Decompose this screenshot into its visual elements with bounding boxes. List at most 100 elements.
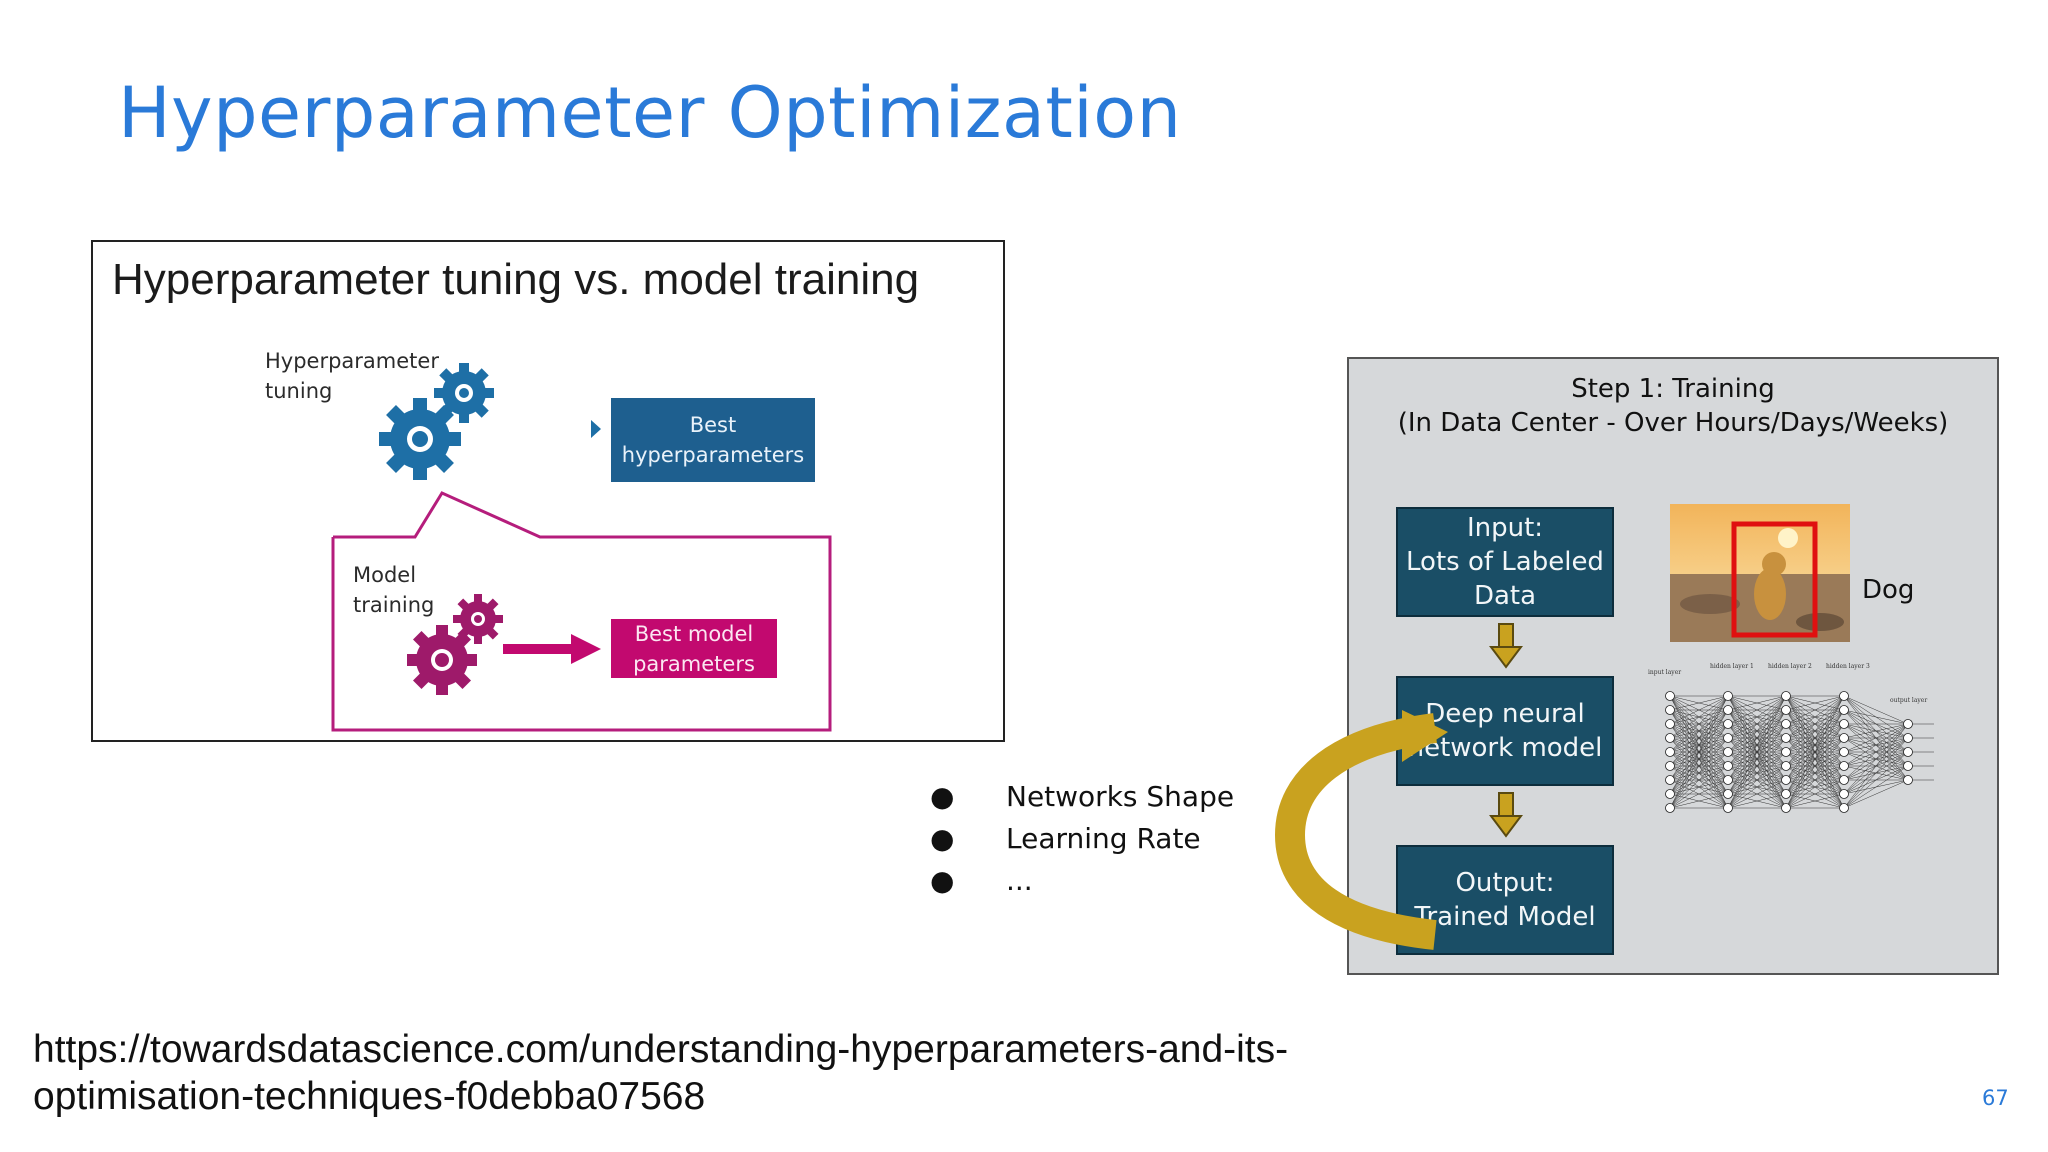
nn-connection [1727,751,1787,809]
source-url: https://towardsdatascience.com/understan… [33,1028,1289,1118]
nn-node [1781,789,1791,799]
nn-connection [1785,695,1845,711]
nn-node [1903,733,1913,743]
nn-connection [1785,695,1845,739]
nn-node [1723,789,1733,799]
nn-connection [1669,765,1729,809]
model-training-callout [331,491,832,732]
nn-connection [1843,709,1909,725]
bullet-text: Networks Shape [1006,780,1235,813]
nn-connection [1669,793,1729,809]
nn-node [1723,803,1733,813]
nn-connection [1785,695,1845,753]
nn-node [1723,691,1733,701]
hp-tuning-label: Hyperparameter tuning [265,349,439,403]
nn-connection [1785,793,1845,809]
pink-gears-icon [407,594,503,695]
nn-connection [1843,723,1909,809]
nn-connection [1785,751,1845,809]
nn-node [1903,775,1913,785]
nn-connection [1785,723,1845,809]
nn-node [1903,761,1913,771]
nn-connection [1669,695,1729,781]
nn-connection [1843,723,1909,795]
nn-connection [1785,695,1845,725]
nn-layer-label: hidden layer 1 [1710,663,1754,670]
nn-node [1665,705,1675,715]
nn-node [1665,803,1675,813]
nn-connection [1669,709,1729,809]
nn-connection [1843,695,1909,725]
nn-node [1839,747,1849,757]
nn-node [1903,747,1913,757]
bullet-marker: ● [930,780,955,813]
model-training-label: Model training [353,563,435,617]
nn-node [1781,719,1791,729]
nn-connection [1727,695,1787,739]
nn-node [1839,691,1849,701]
nn-node [1665,789,1675,799]
hp-tuning-figure [91,240,1005,742]
nn-connection [1669,695,1729,753]
nn-node [1723,719,1733,729]
nn-connection [1727,779,1787,809]
nn-connection [1669,695,1729,809]
nn-connection [1727,695,1787,725]
nn-connection [1727,709,1787,809]
nn-connection [1727,723,1787,809]
nn-connection [1843,765,1909,809]
pink-arrow-icon [503,634,601,664]
input-data-box: Input: Lots of Labeled Data [1396,507,1614,617]
bullet-text: Learning Rate [1006,822,1201,855]
nn-node [1781,733,1791,743]
nn-node [1781,705,1791,715]
nn-node [1665,747,1675,757]
bullet-text: ... [1006,864,1033,897]
nn-connection [1669,695,1729,725]
nn-node [1781,761,1791,771]
nn-node [1839,789,1849,799]
nn-connection [1785,695,1845,767]
dog-photo [1670,504,1850,642]
class-label: Dog [1862,575,1915,605]
nn-connection [1843,737,1909,809]
nn-connection [1843,779,1909,809]
nn-connection [1669,737,1729,809]
nn-node [1665,733,1675,743]
nn-node [1781,775,1791,785]
nn-node [1723,747,1733,757]
nn-connection [1843,723,1909,753]
bullet-marker: ● [930,822,955,855]
blue-gears-icon [379,363,494,480]
nn-node [1665,761,1675,771]
nn-connection [1785,737,1845,809]
nn-connection [1843,751,1909,809]
nn-node [1839,733,1849,743]
nn-node [1781,747,1791,757]
nn-connection [1727,695,1787,767]
nn-node [1781,803,1791,813]
down-arrow-icon [1489,792,1523,838]
nn-node [1723,761,1733,771]
nn-node [1723,733,1733,743]
nn-node [1665,775,1675,785]
nn-node [1839,705,1849,715]
step-title: Step 1: Training (In Data Center - Over … [1397,374,1949,438]
nn-connection [1727,737,1787,809]
nn-connection [1785,779,1845,809]
small-arrow-icon [591,420,601,438]
nn-layer-label: hidden layer 3 [1826,663,1870,670]
nn-node [1665,719,1675,729]
nn-node [1839,803,1849,813]
nn-connection [1785,695,1845,809]
nn-connection [1727,695,1787,781]
slide-title: Hyperparameter Optimization [118,72,1182,154]
nn-connection [1727,695,1787,753]
nn-connection [1669,723,1729,809]
nn-connection [1727,695,1787,795]
nn-connection [1843,723,1909,739]
nn-connection [1785,695,1845,781]
nn-layer-label: input layer [1648,669,1681,676]
nn-layer-label: output layer [1890,697,1927,704]
